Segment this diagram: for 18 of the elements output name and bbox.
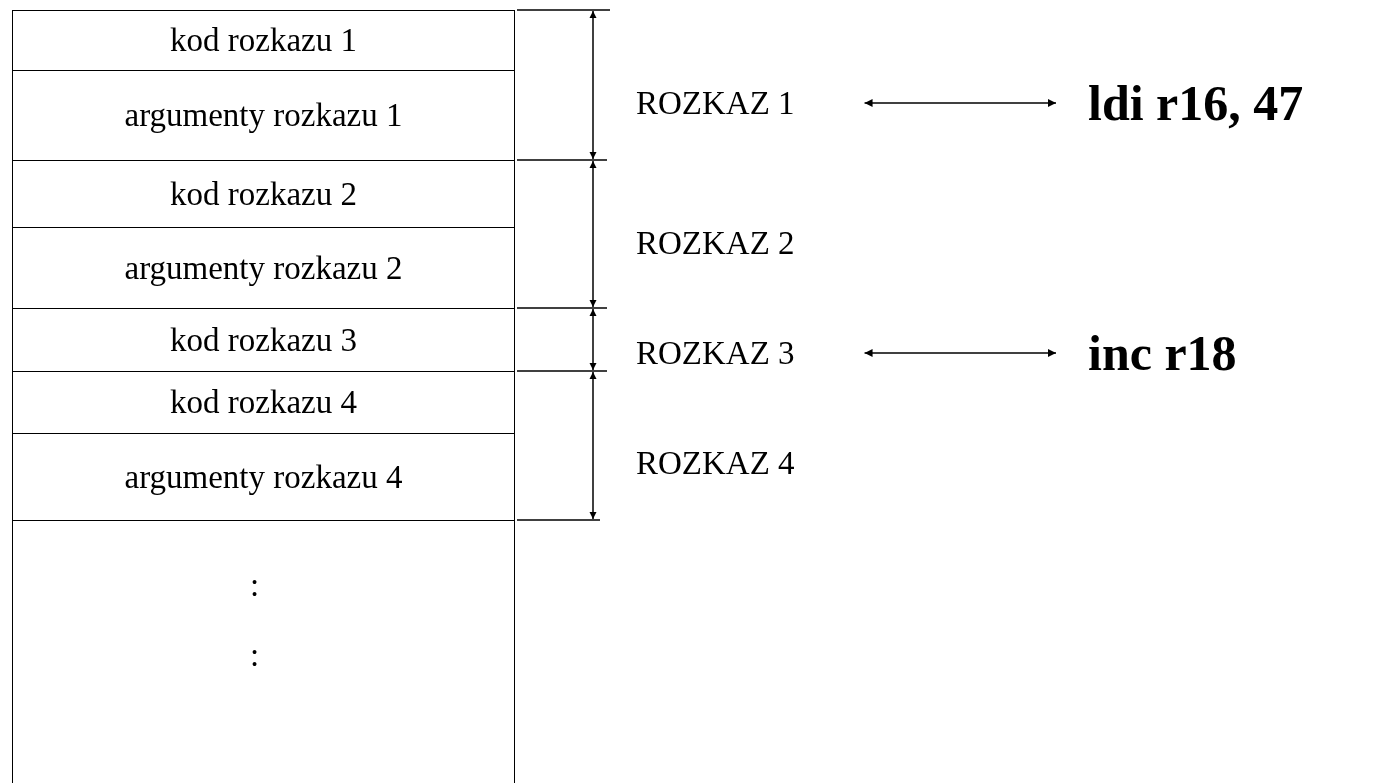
- memory-row: argumenty rozkazu 4: [13, 434, 514, 521]
- instruction-code: ldi r16, 47: [1088, 78, 1304, 128]
- memory-row: argumenty rozkazu 1: [13, 71, 514, 161]
- memory-column: [12, 10, 515, 783]
- memory-row: argumenty rozkazu 2: [13, 228, 514, 309]
- ellipsis-mark: :: [250, 568, 260, 602]
- arrow: [863, 99, 1057, 107]
- memory-row: kod rozkazu 3: [13, 309, 514, 372]
- memory-row: kod rozkazu 2: [13, 161, 514, 228]
- instruction-label: ROZKAZ 3: [636, 336, 795, 370]
- instruction-label: ROZKAZ 4: [636, 446, 795, 480]
- instruction-code: inc r18: [1088, 328, 1237, 378]
- instruction-label: ROZKAZ 1: [636, 86, 795, 120]
- instruction-label: ROZKAZ 2: [636, 226, 795, 260]
- memory-row: kod rozkazu 1: [13, 11, 514, 71]
- ellipsis-mark: :: [250, 638, 260, 672]
- arrow: [863, 349, 1057, 357]
- memory-row: kod rozkazu 4: [13, 372, 514, 434]
